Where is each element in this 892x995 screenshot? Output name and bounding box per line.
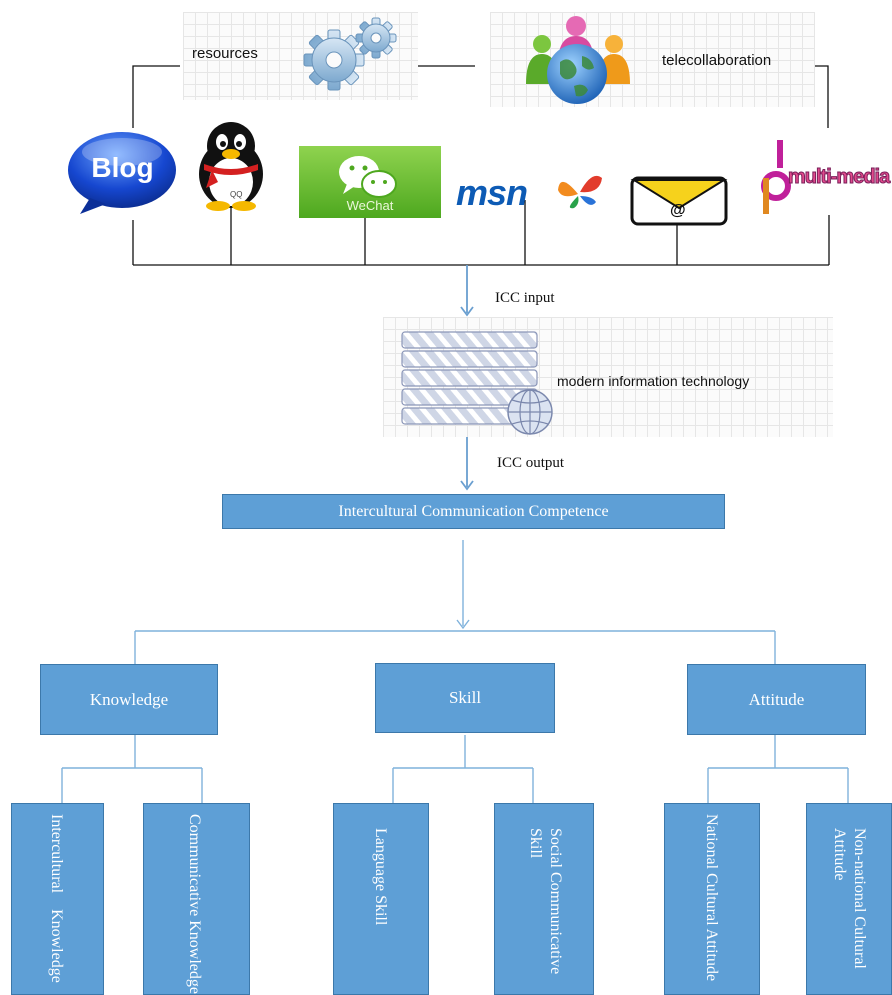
msn-icon: msn <box>456 170 606 218</box>
national-cultural-attitude-text: National Cultural Attitude <box>703 814 720 982</box>
qq-penguin-icon: QQ <box>190 120 272 212</box>
attitude-box: Attitude <box>687 664 866 735</box>
butterfly-icon <box>558 175 602 209</box>
intercultural-knowledge-text: Intercultural Knowledge <box>48 814 65 983</box>
top-connectors <box>132 65 830 266</box>
resources-label: resources <box>192 45 258 62</box>
non-national-cultural-attitude-text: Non-national Cultural Attitude <box>831 828 868 969</box>
multimedia-label: multi-media <box>787 166 890 189</box>
language-skill-box: Language Skill <box>333 803 429 995</box>
blog-label: Blog <box>91 152 154 183</box>
communicative-knowledge-text: Communicative Knowledge <box>186 814 203 994</box>
intercultural-knowledge-box: Intercultural Knowledge <box>11 803 104 995</box>
skill-box: Skill <box>375 663 555 733</box>
social-communicative-skill-box: Social Communicative Skill <box>494 803 594 995</box>
output-arrow <box>460 437 474 491</box>
qq-label: QQ <box>230 190 243 199</box>
language-skill-text: Language Skill <box>372 828 389 926</box>
gears-icon <box>303 17 397 91</box>
wechat-label: WeChat <box>346 198 394 213</box>
national-cultural-attitude-box: National Cultural Attitude <box>664 803 760 995</box>
knowledge-box: Knowledge <box>40 664 218 735</box>
telecollaboration-label: telecollaboration <box>662 52 772 69</box>
msn-label: msn <box>456 172 528 213</box>
email-at-label: @ <box>670 202 686 219</box>
tree-connectors <box>61 540 849 803</box>
communicative-knowledge-box: Communicative Knowledge <box>143 803 250 995</box>
server-label: modern information technology <box>557 373 750 389</box>
icc-output-label: ICC output <box>497 455 565 471</box>
icc-input-label: ICC input <box>495 290 555 306</box>
social-communicative-skill-text: Social Communicative Skill <box>527 828 564 975</box>
icc-main-box: Intercultural Communication Competence <box>222 494 725 529</box>
multimedia-icon: multi-media <box>760 138 892 216</box>
wechat-icon: WeChat <box>299 146 441 218</box>
non-national-cultural-attitude-box: Non-national Cultural Attitude <box>806 803 892 995</box>
globe-people-icon <box>526 16 630 104</box>
server-icon <box>401 331 553 435</box>
input-arrow <box>460 265 474 317</box>
email-icon: @ <box>630 176 728 226</box>
blog-icon: Blog <box>66 128 179 216</box>
